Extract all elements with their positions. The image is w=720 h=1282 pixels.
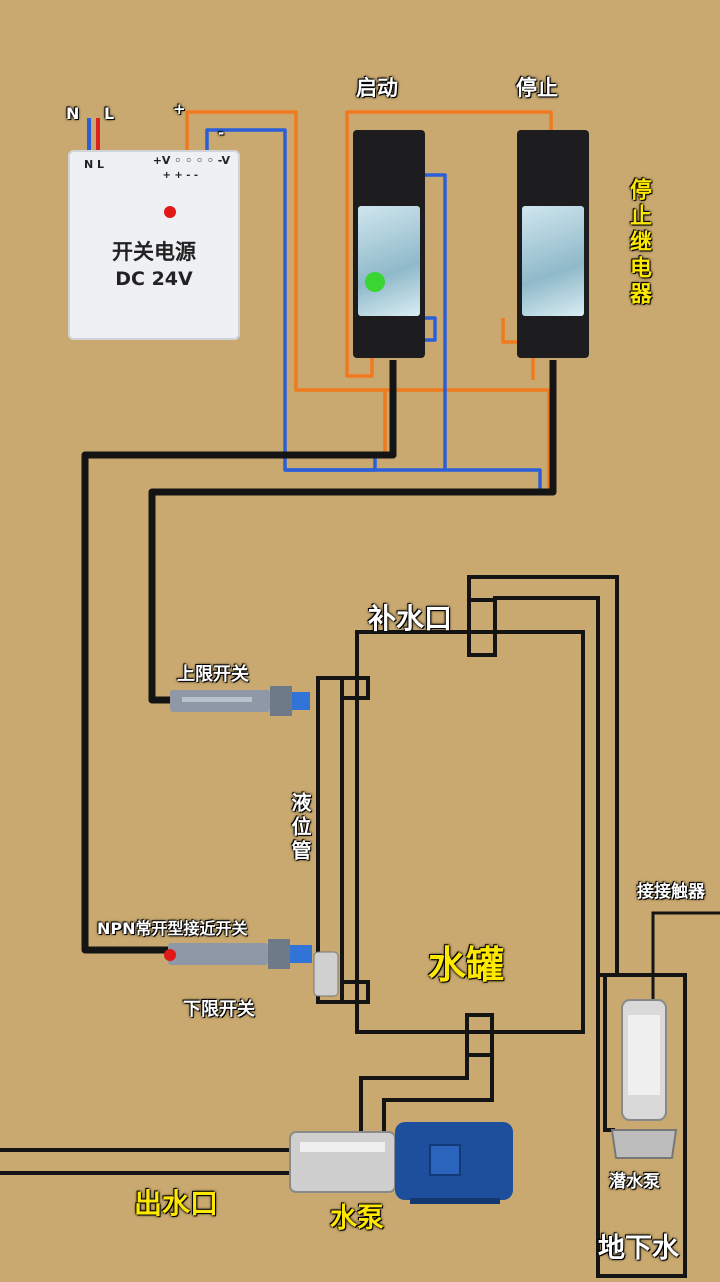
- proximity-sensor-icon: [170, 686, 310, 716]
- relay-glass: [522, 206, 584, 316]
- piping: [0, 575, 720, 1278]
- wire-blue-bus: [285, 468, 542, 492]
- label-outlet: 出水口: [134, 1187, 219, 1220]
- sensor-cables: [81, 360, 557, 954]
- level-tube-bottom-port: [340, 980, 370, 1004]
- label-pump: 水泵: [330, 1203, 384, 1234]
- label-minus: -: [218, 124, 225, 142]
- label-l: L: [104, 104, 115, 123]
- upper-sensor-cable: [148, 360, 557, 704]
- psu-terminal-left: N L: [84, 158, 105, 171]
- submersible-pump-icon: [610, 999, 678, 1159]
- label-upper-switch: 上限开关: [177, 664, 249, 685]
- lower-sensor-cable: [81, 360, 397, 954]
- relay-icon: [517, 130, 589, 358]
- blue-wires: [205, 128, 542, 492]
- wire-start-coil: [345, 340, 374, 378]
- psu-voltage: DC 24V: [115, 268, 193, 290]
- label-submersible-pump: 潜水泵: [609, 1172, 660, 1192]
- label-level-tube: 液位管: [288, 792, 312, 864]
- pump-motor-icon: [289, 1122, 513, 1204]
- psu-terminal-right-sub: + + - -: [162, 170, 198, 181]
- psu-terminal-right: +V ◦ ◦ ◦ ◦ -V: [152, 154, 230, 167]
- psu-indicator: [164, 206, 176, 218]
- label-groundwater: 地下水: [598, 1233, 679, 1264]
- label-lower-switch: 下限开关: [183, 999, 255, 1020]
- wire-minus-to-relay: [205, 128, 377, 472]
- power-supply-icon: N L +V ◦ ◦ ◦ ◦ -V + + - - 开关电源 DC 24V: [68, 150, 240, 340]
- pump-riser: [603, 975, 615, 1132]
- label-contactor: 接接触器: [637, 882, 705, 902]
- label-stop: 停止: [516, 76, 558, 100]
- label-n: N: [66, 104, 80, 123]
- wire-blue-relay: [416, 173, 447, 470]
- start-indicator: [365, 272, 385, 292]
- proximity-sensor-icon: [164, 939, 339, 997]
- groundwater-well: [596, 973, 687, 1278]
- wire-orange-bus: [385, 388, 551, 490]
- label-start: 启动: [356, 76, 398, 100]
- tank-outlet-port: [465, 1013, 494, 1057]
- wire-plus-to-relay: [185, 110, 387, 455]
- label-refill-port: 补水口: [368, 602, 453, 635]
- label-plus: +: [173, 100, 186, 118]
- level-tube-outline: [316, 676, 344, 1004]
- tank-outlet-inner: [382, 1015, 494, 1150]
- relay-glass: [358, 206, 420, 316]
- label-npn-switch: NPN常开型接近开关: [97, 919, 248, 938]
- sensor-indicator: [164, 949, 176, 961]
- relay-icon: [353, 130, 425, 358]
- label-tank: 水罐: [428, 943, 505, 987]
- contactor-wire: [651, 911, 720, 1000]
- label-stop-relay: 停止继电器: [626, 178, 651, 308]
- refill-inlet: [467, 598, 497, 657]
- psu-name: 开关电源: [112, 240, 196, 264]
- refill-pipe-outer: [467, 575, 619, 975]
- level-tube-top-port: [340, 676, 370, 700]
